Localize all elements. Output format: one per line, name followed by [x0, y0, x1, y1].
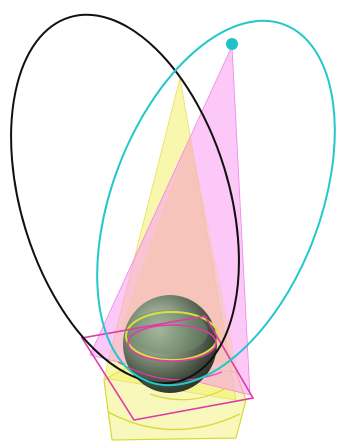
- satellite-marker-icon[interactable]: [226, 38, 238, 50]
- earth-highlight: [128, 310, 208, 354]
